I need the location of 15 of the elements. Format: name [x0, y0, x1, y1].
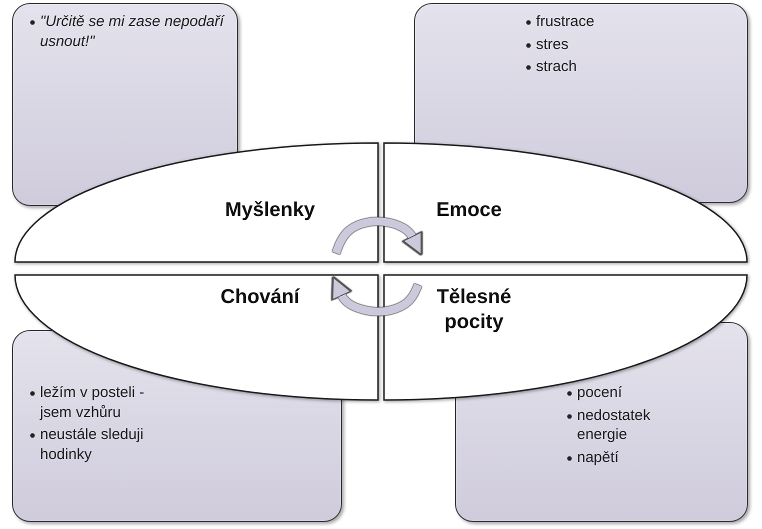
segment-heading: Myšlenky [224, 198, 316, 223]
quarter-ellipse-segment [15, 143, 378, 262]
quarter-ellipse-segment [384, 275, 747, 400]
bullet-item: frustrace [536, 13, 594, 30]
bullet-item: napětí [577, 448, 619, 466]
segment-heading: Tělesné pocity [436, 285, 512, 335]
bullet-item: neustále sleduji hodinky [40, 426, 144, 462]
bullet-item: pocení [577, 384, 622, 401]
bullet-item: strach [536, 58, 577, 75]
quarter-ellipse-segment [15, 275, 378, 400]
bullet-item: stres [536, 36, 569, 52]
quarter-ellipse-segment [384, 143, 747, 262]
bullet-item: "Určitě se mi zase nepodaří usnout!" [40, 13, 224, 50]
segment-heading: Emoce [435, 198, 503, 223]
segment-heading: Chování [220, 285, 301, 310]
